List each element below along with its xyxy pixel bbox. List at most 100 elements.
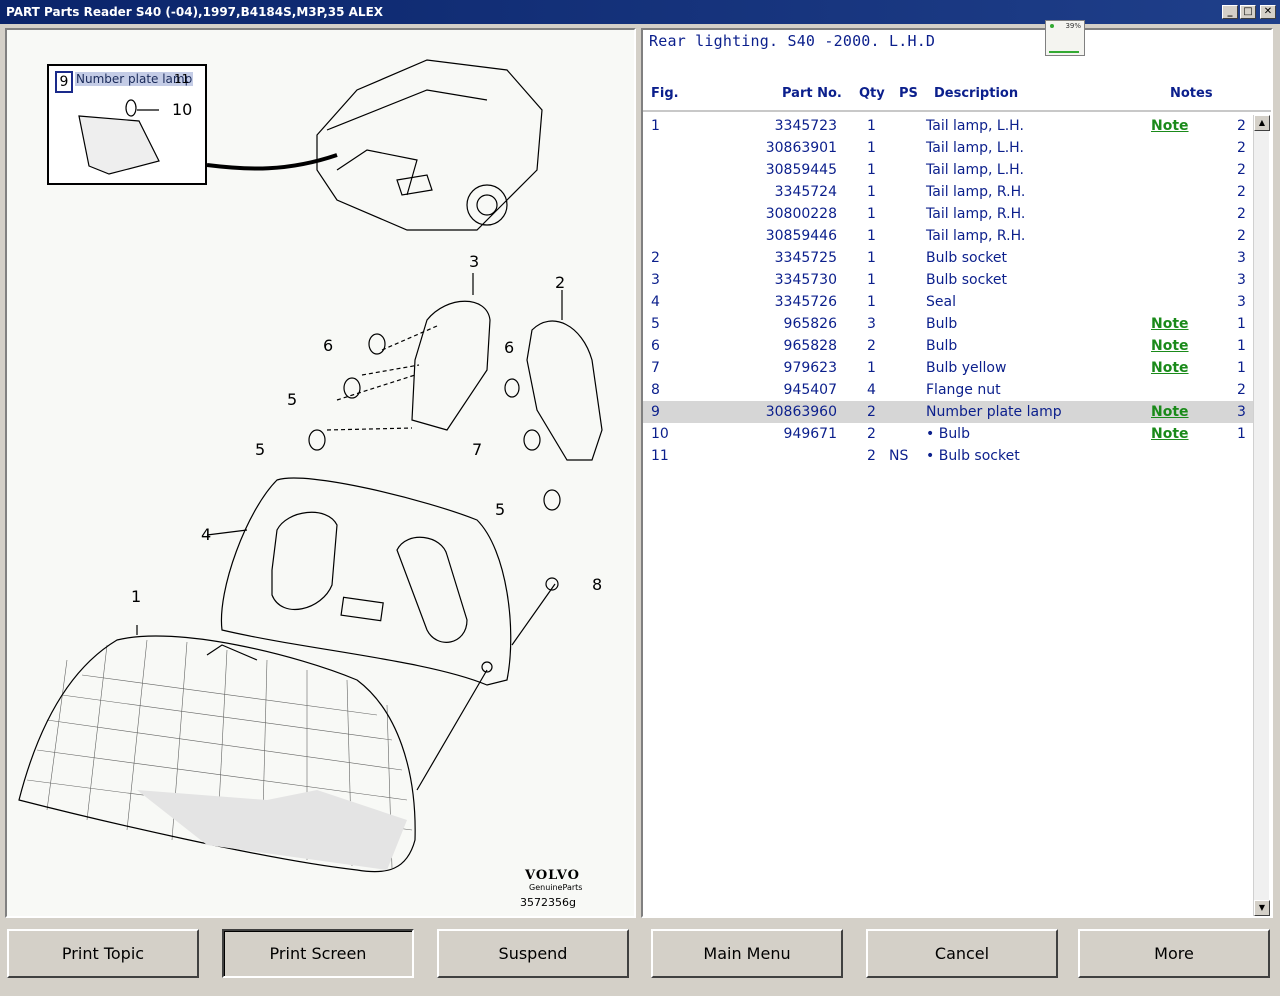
note-link[interactable]: Note	[1151, 316, 1189, 332]
scroll-up-icon[interactable]: ▲	[1254, 115, 1270, 131]
cell-ps: NS	[889, 448, 909, 464]
header-description: Description	[934, 86, 1019, 101]
cell-description: Tail lamp, L.H.	[926, 118, 1024, 134]
cell-description: Tail lamp, R.H.	[926, 206, 1026, 222]
note-link[interactable]: Note	[1151, 426, 1189, 442]
cell-qty: 4	[867, 382, 876, 398]
cell-description: Tail lamp, R.H.	[926, 228, 1026, 244]
main-menu-button[interactable]: Main Menu	[651, 929, 843, 978]
print-topic-button[interactable]: Print Topic	[7, 929, 199, 978]
cell-page: 2	[1237, 140, 1246, 156]
progress-percent: 39%	[1065, 22, 1081, 30]
cell-page: 1	[1237, 338, 1246, 354]
cell-description: Bulb socket	[926, 272, 1007, 288]
parts-diagram[interactable]: 9 Number plate lamp 11 10 3 2 6 6 5 5 7 …	[5, 28, 636, 918]
callout-4[interactable]: 4	[201, 525, 212, 544]
cancel-button[interactable]: Cancel	[866, 929, 1058, 978]
callout-2[interactable]: 2	[555, 273, 566, 292]
title-bar: PART Parts Reader S40 (-04),1997,B4184S,…	[0, 0, 1280, 24]
cell-part-no: 3345723	[774, 118, 837, 134]
cell-description: Tail lamp, L.H.	[926, 162, 1024, 178]
callout-1[interactable]: 1	[131, 587, 142, 606]
callout-5b[interactable]: 5	[255, 440, 266, 459]
cell-fig: 10	[651, 426, 669, 442]
minimize-button[interactable]: _	[1222, 5, 1238, 19]
progress-bar	[1049, 51, 1079, 53]
cell-page: 2	[1237, 118, 1246, 134]
inset-callout-10: 10	[172, 100, 193, 119]
cell-fig: 8	[651, 382, 660, 398]
cell-description: Bulb	[926, 316, 958, 332]
status-dot-icon	[1050, 24, 1054, 28]
cell-page: 3	[1237, 404, 1246, 420]
cell-qty: 1	[867, 294, 876, 310]
cell-fig: 4	[651, 294, 660, 310]
cell-part-no: 3345730	[774, 272, 837, 288]
genuine-parts-text: GenuineParts	[529, 883, 583, 892]
cell-description: Flange nut	[926, 382, 1001, 398]
cell-qty: 3	[867, 316, 876, 332]
cell-page: 2	[1237, 206, 1246, 222]
cell-description: Bulb yellow	[926, 360, 1007, 376]
cell-qty: 1	[867, 360, 876, 376]
callout-6a[interactable]: 6	[323, 336, 334, 355]
cell-fig: 11	[651, 448, 669, 464]
cell-fig: 5	[651, 316, 660, 332]
header-ps: PS	[899, 86, 918, 101]
cell-page: 1	[1237, 360, 1246, 376]
parts-list-panel: Rear lighting. S40 -2000. L.H.D 39% Fig.…	[641, 20, 1273, 918]
maximize-button[interactable]: □	[1240, 5, 1256, 19]
callout-6b[interactable]: 6	[504, 338, 515, 357]
note-link[interactable]: Note	[1151, 338, 1189, 354]
inset-lamp-drawing	[78, 99, 160, 175]
print-screen-button[interactable]: Print Screen	[222, 929, 414, 978]
callout-5c[interactable]: 5	[495, 500, 506, 519]
callout-3[interactable]: 3	[469, 252, 480, 271]
cell-qty: 1	[867, 184, 876, 200]
cell-qty: 1	[867, 140, 876, 156]
cell-part-no: 965828	[783, 338, 837, 354]
suspend-button[interactable]: Suspend	[437, 929, 629, 978]
cell-qty: 2	[867, 338, 876, 354]
more-button[interactable]: More	[1078, 929, 1270, 978]
cell-part-no: 965826	[783, 316, 837, 332]
column-headers: Fig. Part No. Qty PS Description Notes	[643, 86, 1271, 106]
cell-part-no: 979623	[783, 360, 837, 376]
callout-8[interactable]: 8	[592, 575, 603, 594]
cell-part-no: 949671	[783, 426, 837, 442]
cell-fig: 1	[651, 118, 660, 134]
cell-page: 2	[1237, 184, 1246, 200]
cell-part-no: 3345726	[774, 294, 837, 310]
note-link[interactable]: Note	[1151, 404, 1189, 420]
note-link[interactable]: Note	[1151, 360, 1189, 376]
vertical-scrollbar[interactable]: ▲ ▼	[1253, 115, 1270, 916]
scroll-down-icon[interactable]: ▼	[1254, 900, 1270, 916]
callout-7[interactable]: 7	[472, 440, 483, 459]
close-button[interactable]: ✕	[1260, 5, 1276, 19]
cell-description: Number plate lamp	[926, 404, 1062, 420]
cell-fig: 6	[651, 338, 660, 354]
callout-5a[interactable]: 5	[287, 390, 298, 409]
section-title: Rear lighting. S40 -2000. L.H.D	[649, 32, 936, 50]
cell-part-no: 30863960	[765, 404, 837, 420]
note-link[interactable]: Note	[1151, 118, 1189, 134]
cell-description: Tail lamp, L.H.	[926, 140, 1024, 156]
inset-fig-number[interactable]: 9	[55, 71, 73, 93]
